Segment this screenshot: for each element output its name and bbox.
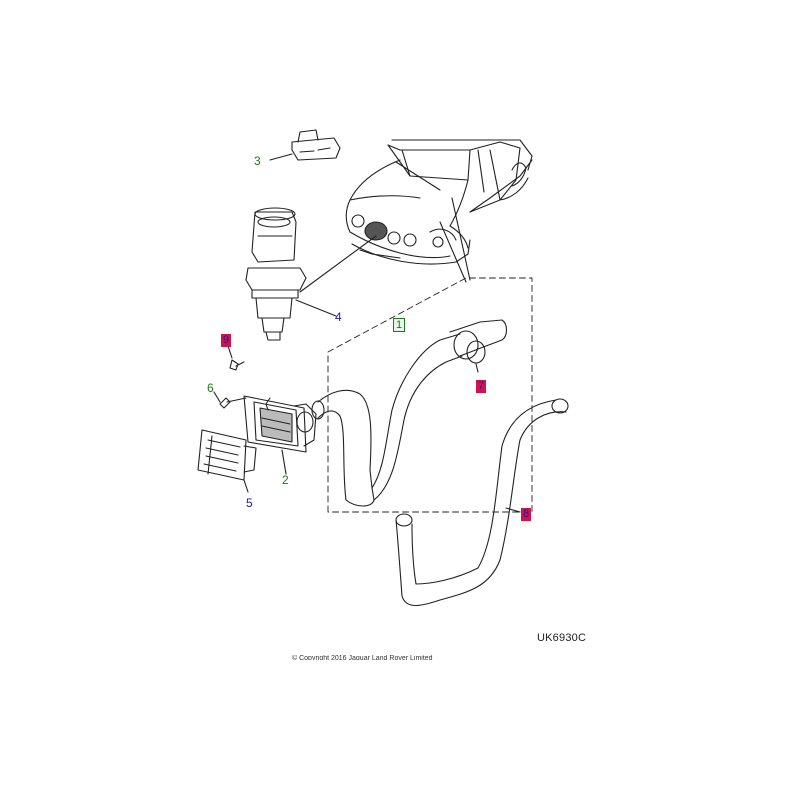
callout-7: 7 [476,380,487,393]
car-illustration [345,139,533,265]
part-2-housing [243,395,317,475]
callout-6: 6 [207,381,214,395]
callout-3: 3 [254,154,261,168]
reference-code: UK6930C [537,632,587,644]
part-3-module [269,129,341,161]
callout-4: 4 [335,310,342,324]
callout-8: 8 [521,508,532,521]
callout-1: 1 [393,318,406,332]
callout-9: 9 [221,334,232,347]
copyright-text: © Copyright 2016 Jaguar Land Rover Limit… [292,655,433,660]
part-8-hose [395,398,569,607]
part-4-sender [245,207,337,341]
callout-5: 5 [246,496,253,510]
part-5-grille [197,429,257,493]
part-9-screw [227,345,245,371]
part-6-screw [213,391,247,409]
callout-2: 2 [282,473,289,487]
part-1-hose [311,319,508,507]
